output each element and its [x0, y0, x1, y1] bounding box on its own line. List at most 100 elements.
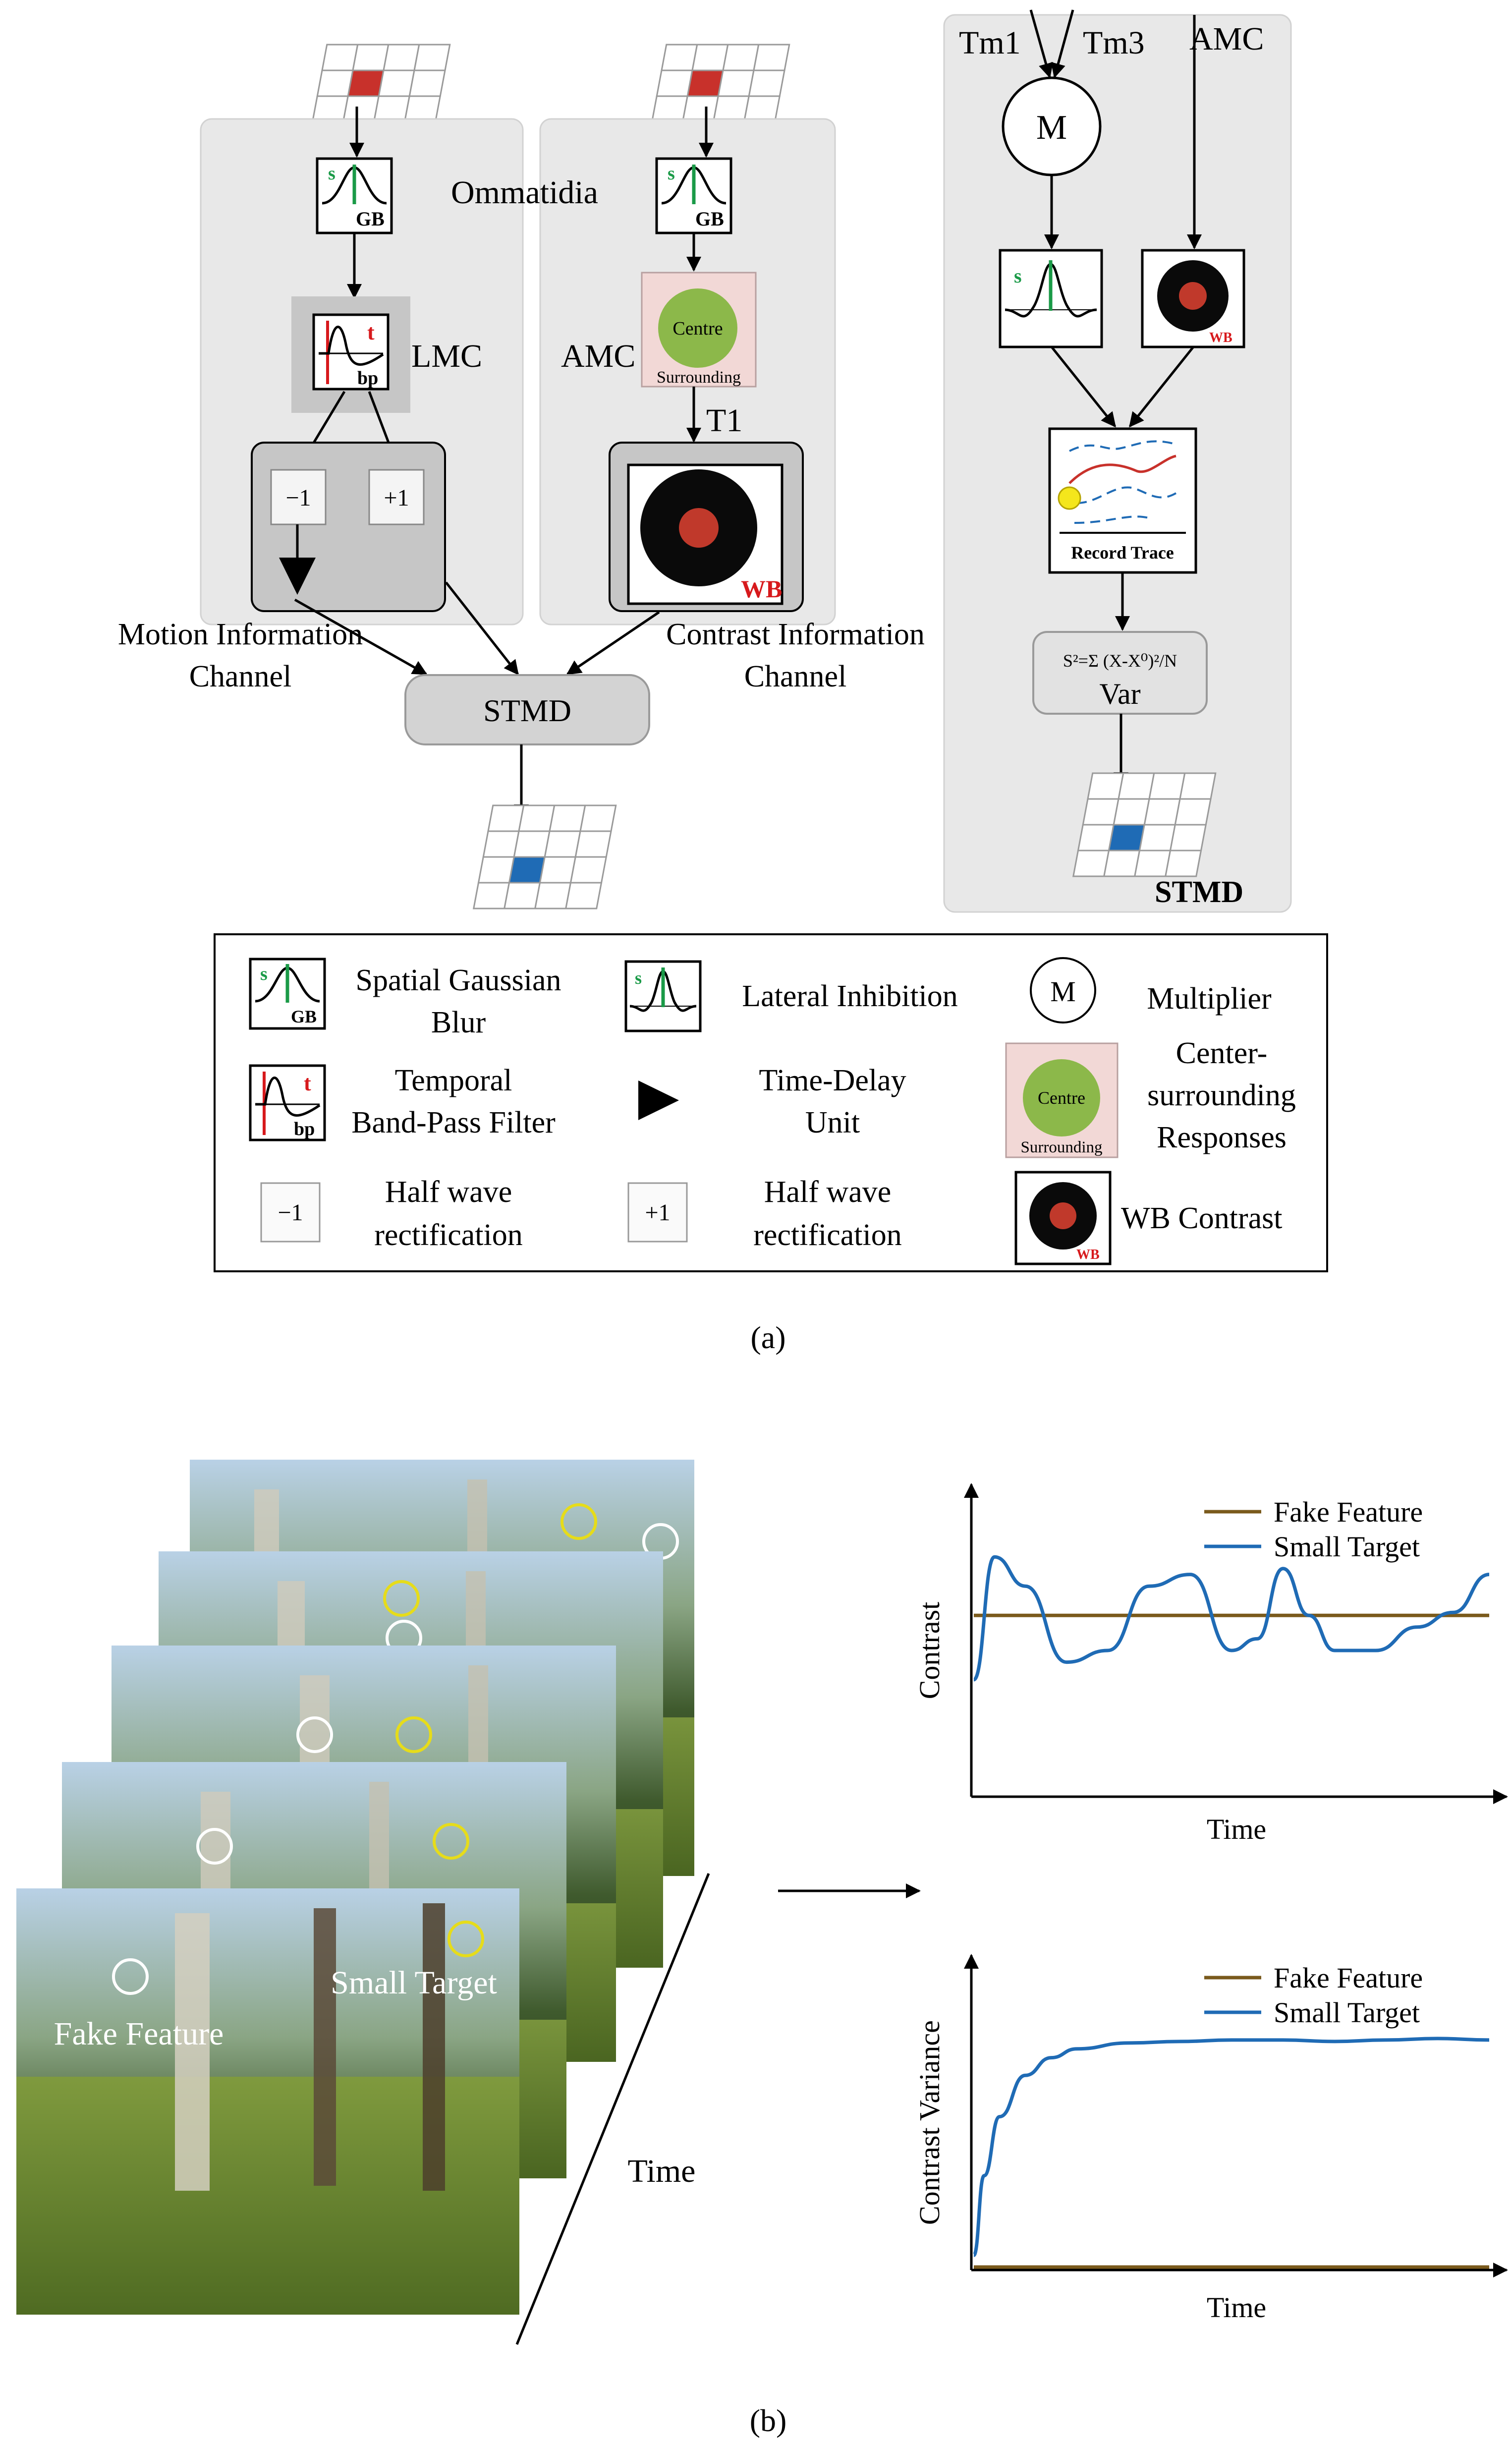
grid-cell [1169, 824, 1207, 852]
lateral-inhibition-box: s [999, 249, 1103, 348]
grid-cell [311, 95, 349, 123]
contrast-channel-label-1: Contrast Information [666, 618, 925, 651]
legend-delay-1: Time-Delay [759, 1064, 906, 1097]
multiplier-label: M [1036, 109, 1067, 147]
legend-temporal-icon: t bp [249, 1064, 326, 1141]
amc-centre-label: Centre [672, 318, 723, 339]
arrow-wb-record [1129, 346, 1194, 428]
amc-surrounding-label: Surrounding [657, 368, 741, 387]
grid-cell [1148, 772, 1186, 800]
legend-wb-label: WB [1076, 1247, 1100, 1262]
grid-cell [1143, 798, 1181, 826]
amc-right-label: AMC [1189, 21, 1264, 57]
legend-halfwave-a-1: Half wave [385, 1175, 512, 1209]
grid-cell [544, 830, 581, 858]
grid-cell [321, 44, 359, 71]
legend-t-label: t [304, 1071, 311, 1095]
grid-cell [717, 69, 755, 97]
grid-cell [316, 69, 354, 97]
grid-cell [1087, 772, 1124, 800]
grid-cell [569, 856, 608, 884]
arrow-motion-stmd [445, 581, 519, 676]
grid-cell [574, 830, 612, 858]
grid-cell [408, 69, 446, 97]
grid-cell [651, 95, 689, 123]
time-delay-triangle [279, 558, 316, 595]
x-axis-label: Time [1207, 1813, 1266, 1845]
gb-s-label: s [328, 163, 336, 184]
grid-cell [1072, 850, 1110, 877]
arrow-contrast-stmd [566, 611, 660, 676]
legend-gaussian-2: Blur [431, 1006, 486, 1039]
gb-label: GB [356, 208, 385, 230]
amc-label: AMC [561, 338, 635, 374]
gb-s-label-mid: s [668, 163, 675, 184]
arrow-lateral-record [1051, 346, 1116, 428]
legend-delay-icon [638, 1080, 679, 1120]
stmd-box [404, 674, 650, 745]
grid-cell [1118, 772, 1155, 800]
wb-right-box: WB [1141, 249, 1245, 348]
motion-channel-label-1: Motion Information [118, 618, 363, 651]
legend-bp-label: bp [294, 1119, 315, 1139]
y-axis-label: Contrast Variance [913, 2020, 946, 2225]
legend-multiplier-icon [1030, 957, 1096, 1023]
var-formula: S²=Σ (X-X⁰)²/N [1063, 651, 1177, 671]
grid-cell [477, 856, 515, 884]
legend-temporal-2: Band-Pass Filter [351, 1106, 556, 1139]
legend-minus-label: −1 [278, 1199, 303, 1226]
legend-minus-icon [260, 1182, 321, 1243]
grid-target-cell [686, 69, 724, 97]
plus-one-box [368, 469, 425, 525]
legend-delay-2: Unit [805, 1106, 860, 1139]
frame-stack [16, 1460, 694, 2315]
legend-s-label: s [260, 964, 268, 984]
legend-wb-contrast: WB Contrast [1121, 1201, 1282, 1235]
grid-cell [403, 95, 442, 123]
record-trace-box: Record Trace [1048, 427, 1197, 574]
grid-cell [1179, 772, 1217, 800]
x-axis-label: Time [1207, 2291, 1266, 2324]
grid-cell [1082, 798, 1120, 826]
grid-cell [691, 44, 729, 71]
grid-cell [1174, 798, 1212, 826]
legend-m-label: M [1050, 975, 1076, 1008]
legend-centre-label: Centre [1038, 1088, 1085, 1108]
output-grid-left [472, 804, 617, 909]
frame-1 [16, 1888, 519, 2315]
motion-channel-label-2: Channel [189, 660, 292, 693]
grid-cell [534, 882, 572, 909]
legend-halfwave-b-2: rectification [753, 1218, 902, 1252]
gb-box-left: s GB [316, 157, 393, 234]
legend-centre-2: surrounding [1147, 1079, 1296, 1112]
grid-cell [1113, 798, 1150, 826]
grid-cell [1133, 850, 1172, 877]
legend-plus-icon [627, 1182, 688, 1243]
legend-centre-3: Responses [1157, 1121, 1287, 1154]
legend-gaussian-icon: s GB [249, 958, 326, 1030]
fake-feature-circle [112, 1958, 149, 1995]
caption-b: (b) [750, 2403, 787, 2438]
legend-gaussian-1: Spatial Gaussian [356, 964, 561, 997]
arrow-tm1-m [1029, 9, 1054, 78]
wb-right-label: WB [1209, 330, 1232, 345]
var-label: Var [1099, 678, 1140, 710]
grid-target-cell [347, 69, 385, 97]
fake-feature-label: Fake Feature [54, 2016, 224, 2052]
legend-centre-icon: Centre Surrounding [1005, 1042, 1119, 1158]
small-target-circle [448, 1921, 484, 1957]
grid-cell [482, 830, 520, 858]
legend-entry: Small Target [1274, 1996, 1420, 2029]
grid-cell [378, 69, 415, 97]
grid-cell [743, 95, 781, 123]
grid-cell [413, 44, 451, 71]
series-line-small-target [972, 2037, 1490, 2257]
legend-entry: Fake Feature [1274, 1496, 1423, 1528]
legend-halfwave-a-2: rectification [374, 1218, 523, 1252]
time-axis-label: Time [628, 2153, 696, 2189]
grid-cell [1138, 824, 1176, 852]
contrast-channel-label-2: Channel [744, 660, 847, 693]
grid-cell [342, 95, 380, 123]
arrow-delay-stmd [294, 598, 428, 676]
